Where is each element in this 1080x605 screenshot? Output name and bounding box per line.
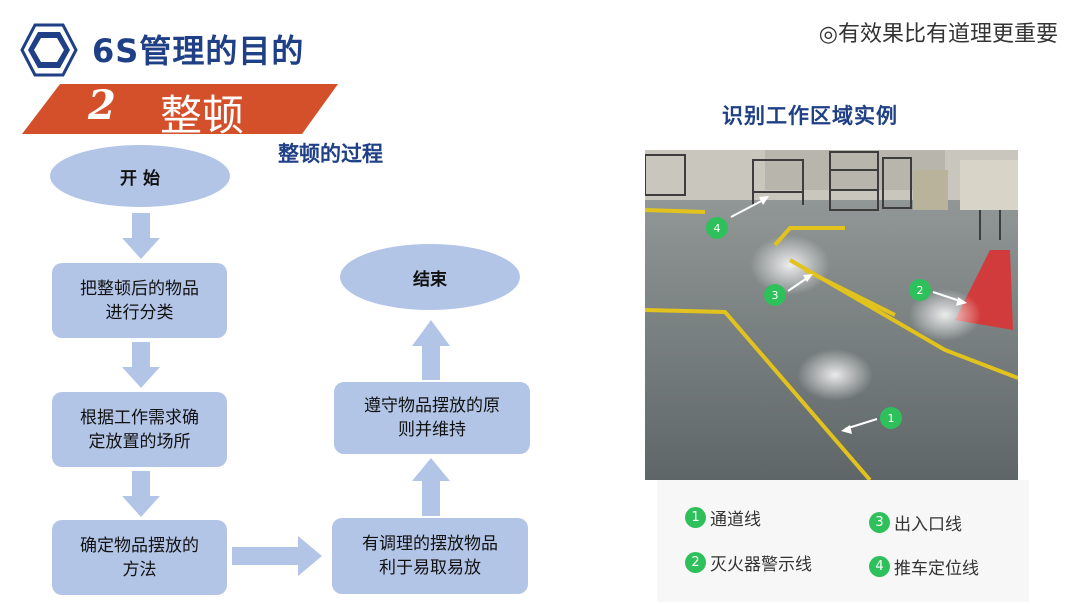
hexagon-logo-icon [20,23,78,77]
example-title: 识别工作区域实例 [722,104,898,128]
flow-step-text: 利于易取易放 [379,558,481,578]
photo-marker-3: 3 [772,289,779,302]
flow-step-text: 定放置的场所 [88,431,191,452]
green-number-icon: 4 [869,556,890,577]
flow-step-location: 根据工作需求确 定放置的场所 [52,392,227,467]
flow-step-text: 则并维持 [398,420,466,440]
legend-label: 灭火器警示线 [710,555,812,575]
section-label: 整顿 [160,91,245,140]
arrow-up-icon [412,320,450,380]
legend-item: 1 通道线 [685,505,761,530]
green-number-icon: 3 [869,512,890,533]
legend-label: 出入口线 [894,515,962,535]
arrow-down-icon [122,471,160,517]
page-title: 6S管理的目的 [92,32,305,70]
flow-step-method: 确定物品摆放的 方法 [52,520,227,595]
legend-item: 3 出入口线 [869,510,962,535]
motto-text: ◎有效果比有道理更重要 [818,22,1058,47]
flow-end: 结束 [340,244,520,310]
legend-item: 2 灭火器警示线 [685,550,812,575]
arrow-down-icon [122,213,160,259]
green-number-icon: 2 [685,552,706,573]
flow-step-text: 根据工作需求确 [80,407,199,428]
flow-step-text: 把整顿后的物品 [80,278,199,299]
green-number-icon: 1 [685,507,706,528]
photo-legend: 1 通道线 3 出入口线 2 灭火器警示线 4 推车定位线 [657,480,1029,602]
flow-start-label: 开 始 [120,168,160,189]
photo-marker-2: 2 [917,284,924,297]
section-banner [22,84,338,134]
legend-label: 通道线 [710,510,761,530]
arrow-up-icon [412,458,450,516]
process-title: 整顿的过程 [278,142,383,166]
flow-step-text: 方法 [122,559,157,580]
arrow-right-icon [232,536,322,576]
flow-step-text: 有调理的摆放物品 [362,534,498,554]
flow-step-arrange: 有调理的摆放物品 利于易取易放 [332,518,528,594]
flow-step-text: 确定物品摆放的 [80,535,199,556]
photo-marker-1: 1 [888,412,895,425]
legend-label: 推车定位线 [894,559,979,579]
flow-step-text: 进行分类 [105,302,174,323]
flow-step-text: 遵守物品摆放的原 [364,396,500,416]
workshop-floor-photo: 4 3 2 1 [645,150,1018,480]
section-number: 2 [88,82,116,129]
flow-step-maintain: 遵守物品摆放的原 则并维持 [334,382,530,454]
flow-start: 开 始 [50,145,230,207]
flow-step-classify: 把整顿后的物品 进行分类 [52,263,227,338]
photo-marker-4: 4 [714,222,721,235]
flow-end-label: 结束 [413,269,447,290]
arrow-down-icon [122,342,160,388]
legend-item: 4 推车定位线 [869,554,979,579]
